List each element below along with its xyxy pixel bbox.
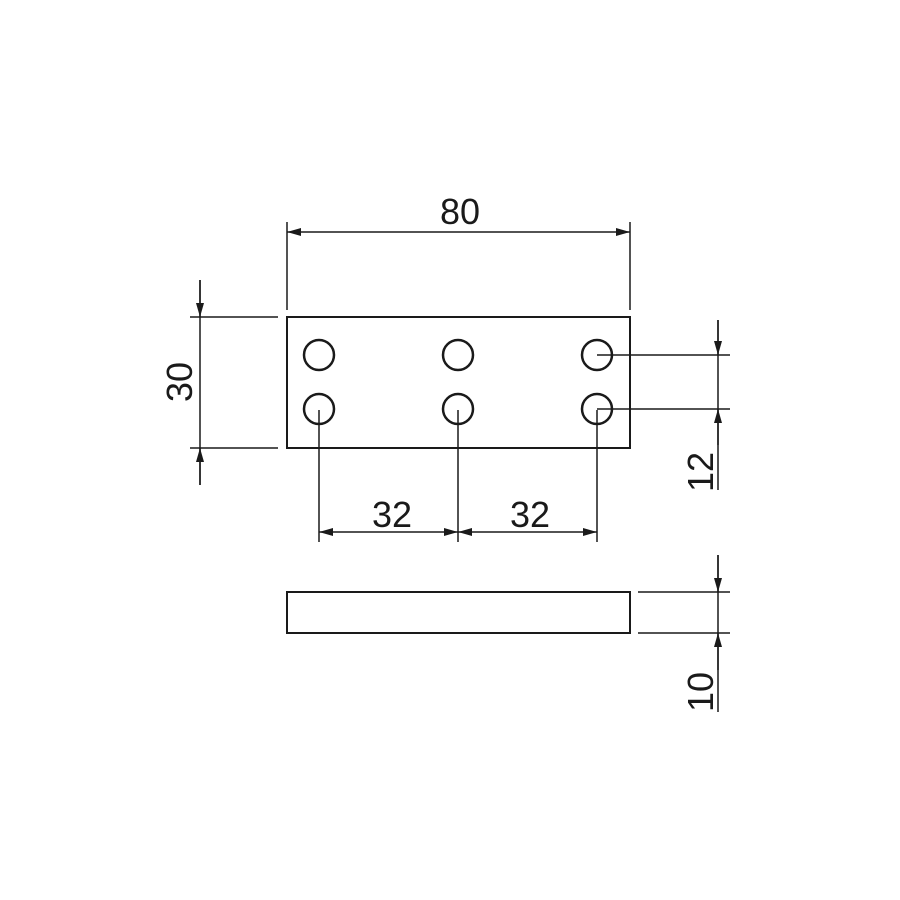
width-label: 80 [440, 191, 480, 232]
thickness-dimension [638, 555, 730, 712]
row-spacing-label: 12 [680, 452, 721, 492]
width-dimension [286, 222, 631, 310]
thickness-label: 10 [680, 672, 721, 712]
hole-r1-c1 [302, 338, 336, 372]
hole-spacing-right-label: 32 [510, 494, 550, 535]
hole-r1-c2 [441, 338, 475, 372]
hole-spacing-dimension [318, 410, 598, 542]
hole-spacing-left-label: 32 [372, 494, 412, 535]
row-spacing-dimension [597, 320, 730, 490]
height-label: 30 [159, 362, 200, 402]
plate-side-view [286, 591, 631, 634]
height-dimension [190, 280, 278, 485]
